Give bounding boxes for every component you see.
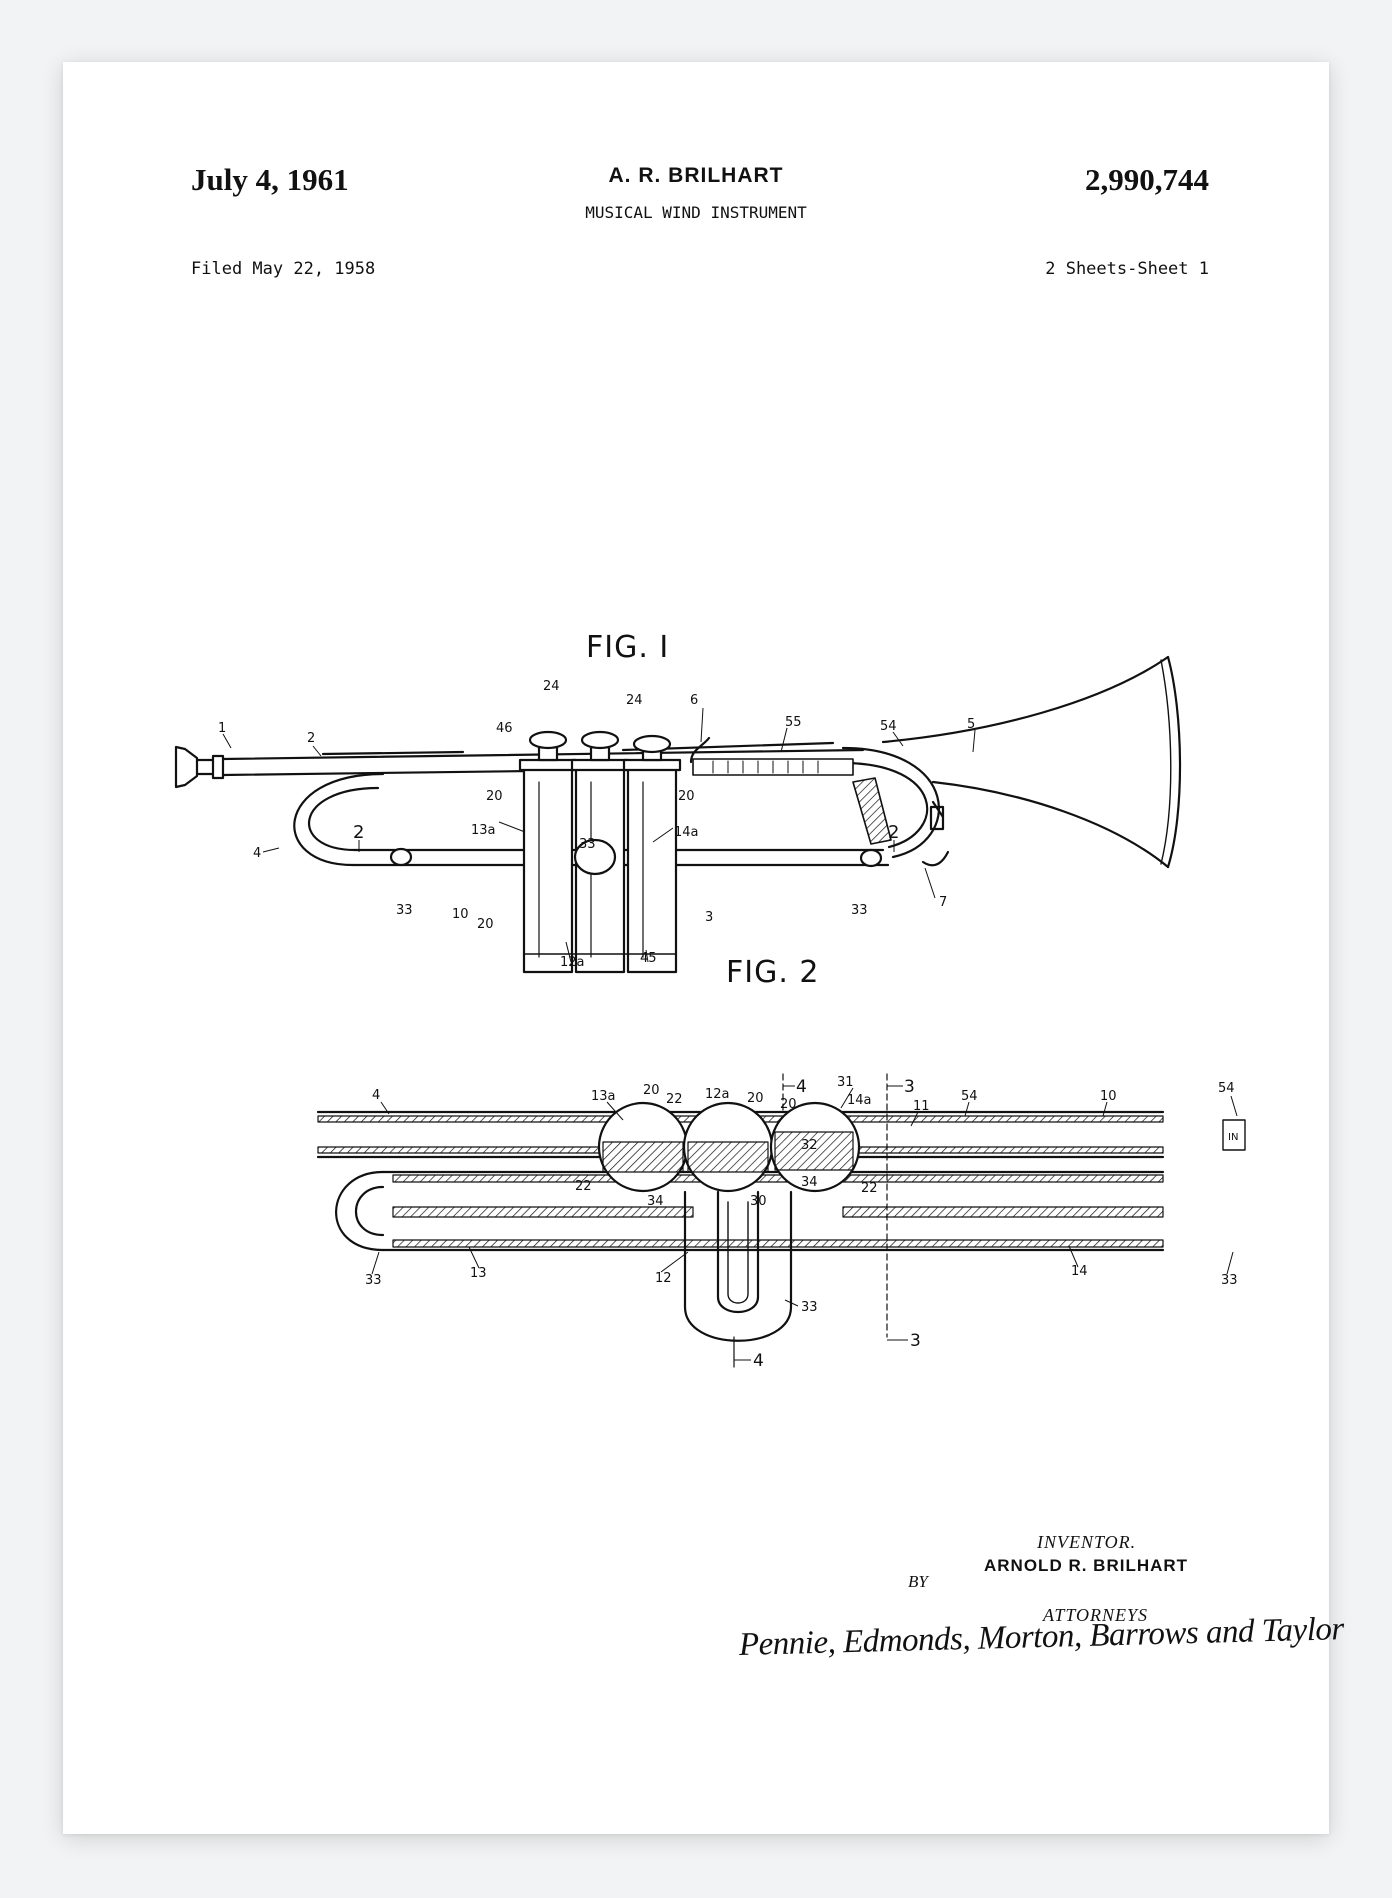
svg-text:1: 1	[218, 721, 226, 736]
svg-text:45: 45	[640, 951, 657, 966]
fig2-section	[316, 1073, 1246, 1368]
svg-text:13a: 13a	[471, 823, 496, 838]
svg-text:3: 3	[910, 1331, 921, 1351]
inventor-label: INVENTOR.	[1037, 1532, 1137, 1552]
svg-text:11: 11	[913, 1099, 930, 1114]
svg-text:14a: 14a	[674, 825, 699, 840]
patent-poster: July 4, 1961 A. R. BRILHART MUSICAL WIND…	[63, 62, 1344, 1834]
svg-text:33: 33	[1221, 1273, 1238, 1288]
svg-text:12a: 12a	[560, 955, 585, 970]
svg-text:24: 24	[543, 679, 560, 694]
svg-text:33: 33	[801, 1300, 818, 1315]
svg-text:22: 22	[575, 1179, 592, 1194]
svg-text:30: 30	[750, 1194, 767, 1209]
svg-text:22: 22	[666, 1092, 683, 1107]
svg-text:3: 3	[904, 1077, 915, 1097]
svg-text:14a: 14a	[847, 1093, 872, 1108]
svg-text:14: 14	[1071, 1264, 1088, 1279]
svg-text:13: 13	[470, 1266, 487, 1281]
svg-text:4: 4	[253, 846, 261, 861]
attorneys-label: ATTORNEYS	[1043, 1605, 1149, 1625]
svg-text:13a: 13a	[591, 1089, 616, 1104]
fig2-label: FIG. 2	[726, 955, 820, 990]
svg-text:IN: IN	[1228, 1132, 1238, 1143]
svg-text:20: 20	[780, 1097, 797, 1112]
patent-title: MUSICAL WIND INSTRUMENT	[585, 203, 807, 222]
svg-text:24: 24	[626, 693, 643, 708]
svg-text:33: 33	[851, 903, 868, 918]
svg-text:20: 20	[747, 1091, 764, 1106]
svg-text:54: 54	[880, 719, 897, 734]
svg-text:10: 10	[452, 907, 469, 922]
svg-text:55: 55	[785, 715, 802, 730]
fig1-trumpet	[174, 655, 1182, 974]
fig1-label: FIG. I	[586, 630, 670, 665]
sheet-count: 2 Sheets-Sheet 1	[1045, 259, 1209, 279]
svg-text:54: 54	[961, 1089, 978, 1104]
svg-text:12: 12	[655, 1271, 672, 1286]
svg-text:20: 20	[643, 1083, 660, 1098]
svg-text:4: 4	[796, 1077, 807, 1097]
svg-text:3: 3	[705, 910, 713, 925]
inventor-header: A. R. BRILHART	[608, 164, 784, 187]
svg-text:20: 20	[678, 789, 695, 804]
svg-text:46: 46	[496, 721, 513, 736]
svg-text:34: 34	[801, 1175, 818, 1190]
svg-text:6: 6	[690, 693, 698, 708]
svg-text:20: 20	[477, 917, 494, 932]
svg-text:4: 4	[372, 1088, 380, 1103]
svg-text:20: 20	[486, 789, 503, 804]
svg-text:2: 2	[888, 822, 899, 843]
svg-text:12a: 12a	[705, 1087, 730, 1102]
svg-text:7: 7	[939, 895, 947, 910]
svg-text:32: 32	[801, 1138, 818, 1153]
fig1-leader-lines	[222, 707, 976, 963]
svg-text:2: 2	[307, 731, 315, 746]
svg-text:5: 5	[967, 717, 975, 732]
svg-text:54: 54	[1218, 1081, 1235, 1096]
svg-text:33: 33	[579, 837, 596, 852]
patent-date: July 4, 1961	[191, 162, 349, 197]
svg-text:34: 34	[647, 1194, 664, 1209]
filed-date: Filed May 22, 1958	[191, 259, 376, 279]
by-label: BY	[908, 1572, 928, 1591]
svg-text:33: 33	[365, 1273, 382, 1288]
fig2-leader-lines	[371, 1085, 1238, 1361]
svg-text:31: 31	[837, 1075, 854, 1090]
inventor-name: ARNOLD R. BRILHART	[984, 1556, 1189, 1575]
svg-text:22: 22	[861, 1181, 878, 1196]
svg-text:4: 4	[753, 1351, 764, 1371]
svg-text:10: 10	[1100, 1089, 1117, 1104]
svg-text:33: 33	[396, 903, 413, 918]
patent-number: 2,990,744	[1085, 162, 1209, 197]
svg-text:2: 2	[353, 822, 364, 843]
